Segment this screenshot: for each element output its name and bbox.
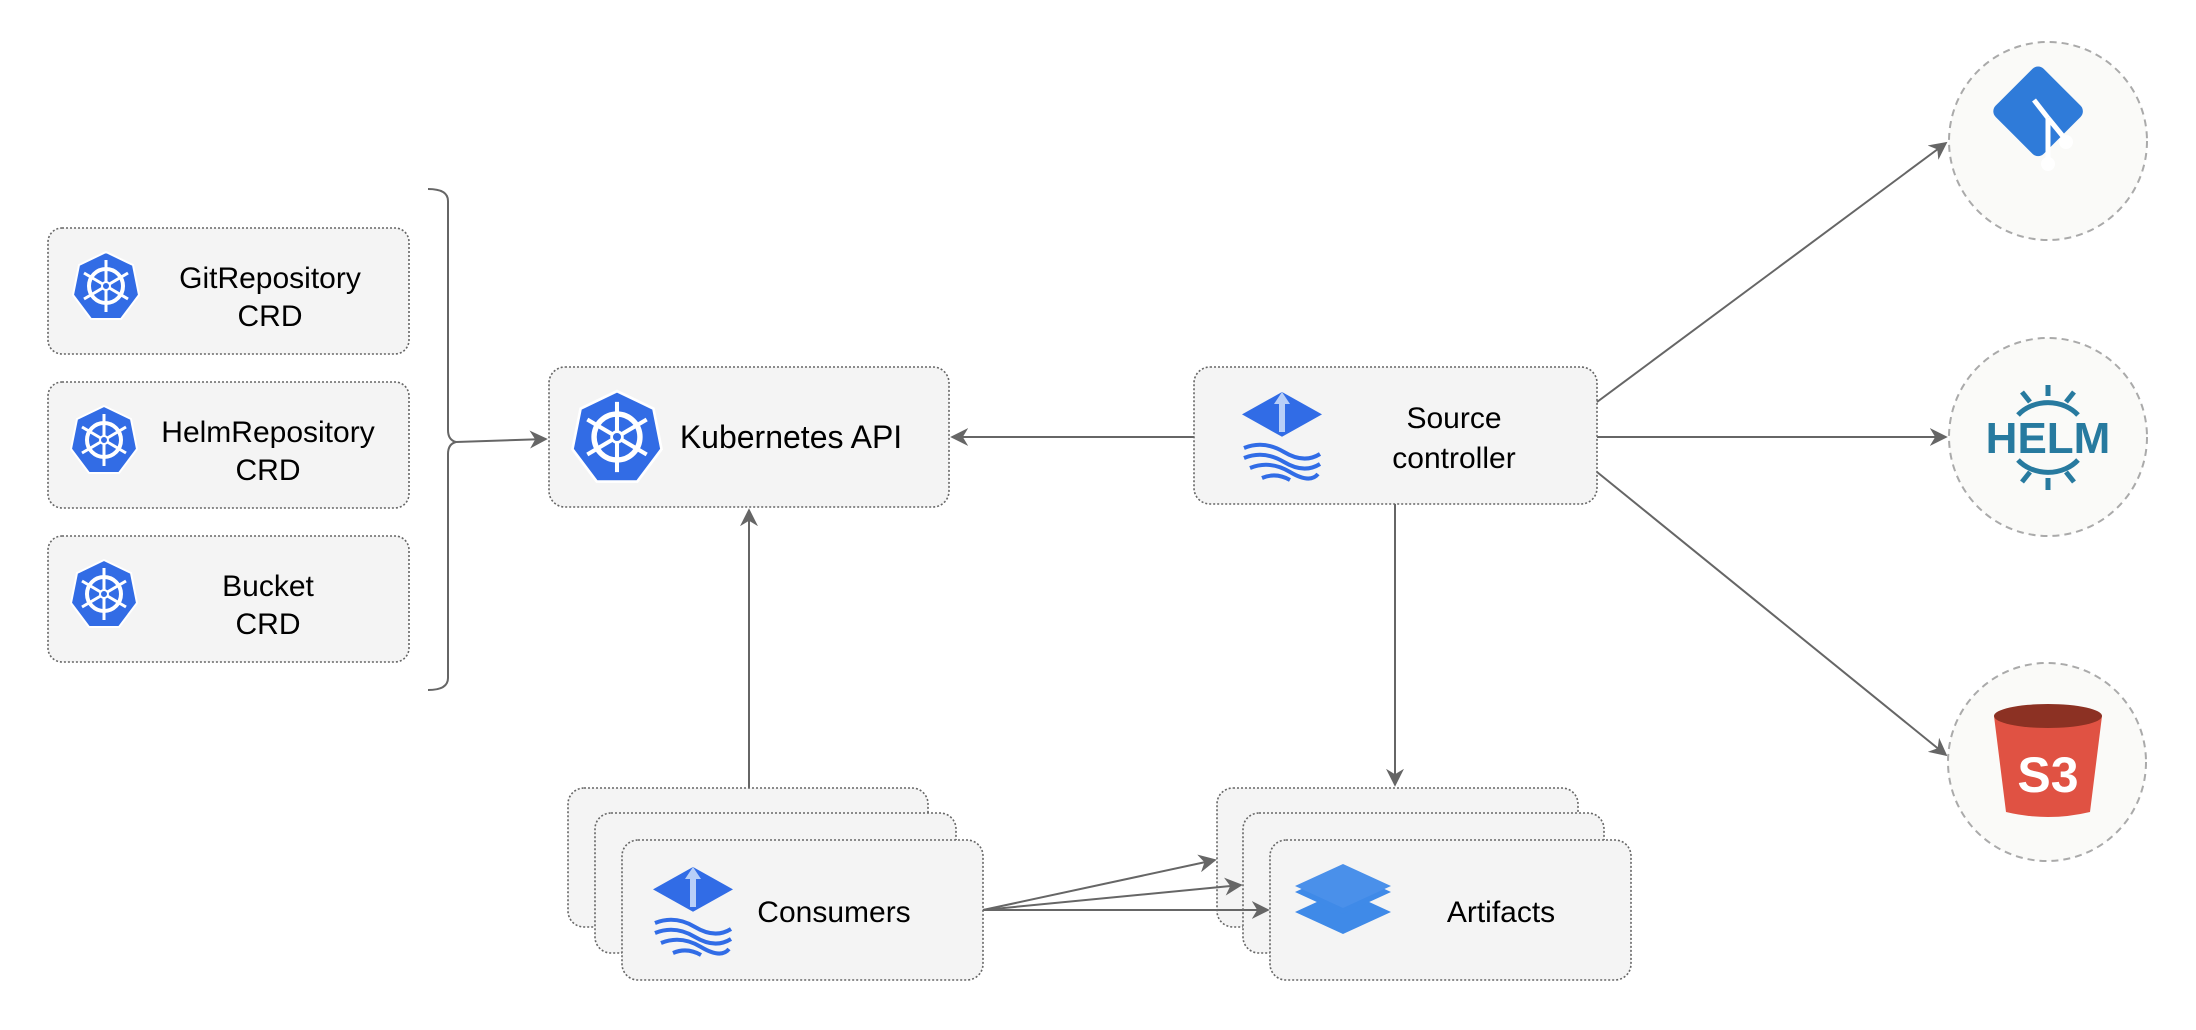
arrow-to-git — [1596, 141, 1948, 403]
arrow-consumers-to-artifact-2 — [982, 877, 1243, 911]
crd-type: CRD — [236, 608, 301, 641]
arrow-to-s3 — [1596, 471, 1948, 757]
crd-name: GitRepository — [179, 262, 361, 295]
node-label: Artifacts — [1447, 896, 1555, 929]
kubernetes-icon — [572, 391, 661, 481]
crd-gitrepository[interactable]: GitRepository CRD — [47, 227, 410, 355]
node-label-line1: Source — [1406, 402, 1501, 435]
helm-icon — [2016, 385, 2080, 490]
node-label: Consumers — [757, 896, 910, 929]
arrow-crds-to-api — [455, 430, 548, 449]
artifacts-node[interactable]: Artifacts — [1216, 787, 1632, 981]
helm-logo-text: HELM — [1986, 414, 2111, 463]
s3-bucket-icon — [1994, 704, 2102, 817]
crd-helmrepository[interactable]: HelmRepository CRD — [47, 381, 410, 509]
crd-type: CRD — [236, 454, 301, 487]
crd-type: CRD — [238, 300, 303, 333]
node-label: Kubernetes API — [680, 419, 902, 455]
kubernetes-icon — [69, 558, 139, 629]
kubernetes-icon — [71, 250, 141, 321]
node-label-line2: controller — [1392, 442, 1515, 475]
git-icon — [1993, 66, 2083, 171]
kubernetes-icon — [69, 404, 139, 475]
helm-source[interactable]: HELM — [1948, 337, 2148, 537]
s3-logo-text: S3 — [2017, 747, 2078, 803]
grouping-brace — [427, 188, 457, 691]
consumers-node[interactable]: Consumers — [567, 787, 984, 981]
s3-source[interactable]: S3 — [1947, 662, 2147, 862]
git-source[interactable] — [1948, 41, 2148, 241]
kubernetes-api-node[interactable]: Kubernetes API — [548, 366, 950, 508]
layers-icon — [1295, 864, 1391, 934]
arrow-consumers-to-artifact-1 — [982, 854, 1217, 911]
crd-name: HelmRepository — [161, 416, 374, 449]
source-controller-node[interactable]: Source controller — [1193, 366, 1598, 505]
crd-bucket[interactable]: Bucket CRD — [47, 535, 410, 663]
crd-name: Bucket — [222, 570, 314, 603]
